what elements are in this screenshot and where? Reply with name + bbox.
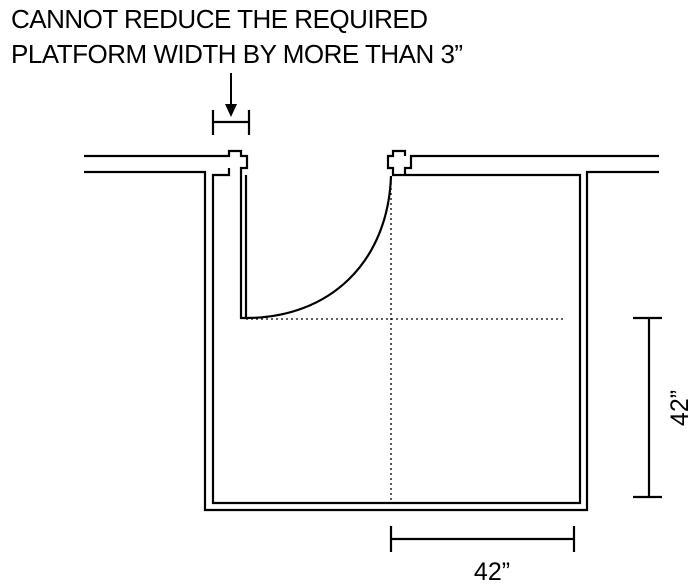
horizontal-dimension-label: 42” <box>474 558 510 586</box>
vertical-dimension-label: 42” <box>666 390 693 426</box>
caption-line-2: PLATFORM WIDTH BY MORE THAN 3” <box>11 39 463 69</box>
outer-wall-outline <box>84 149 659 512</box>
pointer-arrow <box>225 73 237 117</box>
caption: CANNOT REDUCE THE REQUIRED PLATFORM WIDT… <box>11 2 463 72</box>
vertical-dimension-line <box>633 316 662 499</box>
caption-line-1: CANNOT REDUCE THE REQUIRED <box>11 4 428 34</box>
door-leaf <box>239 175 248 320</box>
horizontal-dimension-line <box>389 526 576 552</box>
door-swing-arc <box>245 175 393 320</box>
three-inch-dimension <box>211 110 251 135</box>
